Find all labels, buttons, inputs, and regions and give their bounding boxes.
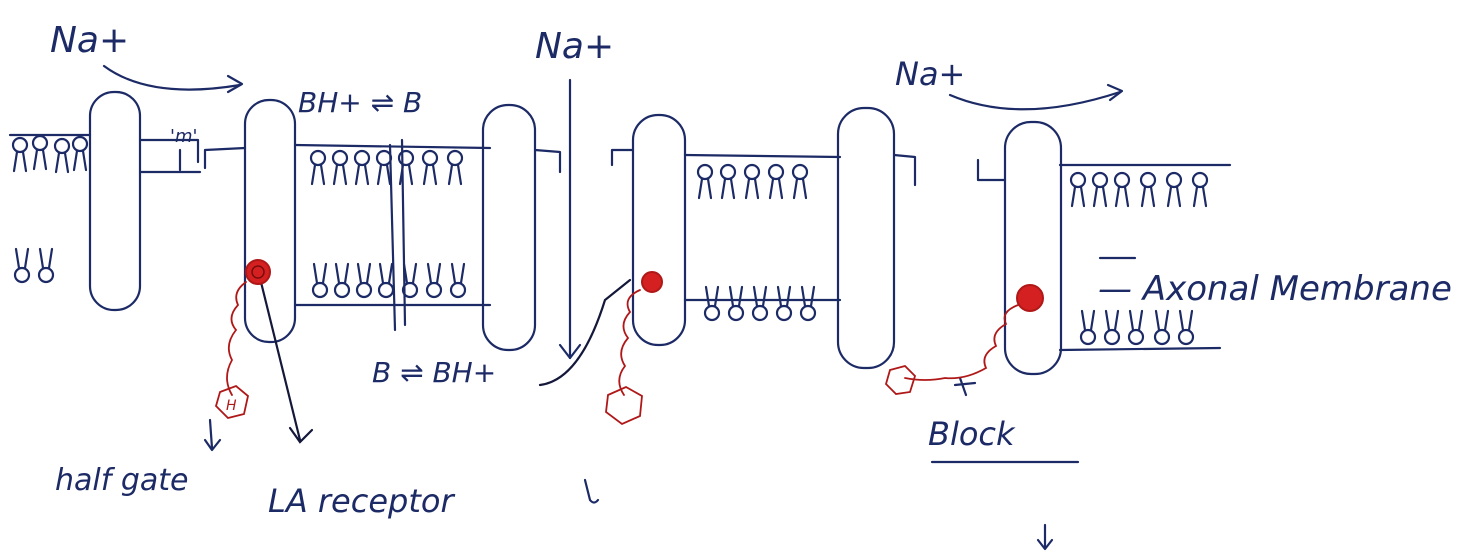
axonal-membrane-label: — Axonal Membrane: [1098, 269, 1452, 309]
h-gate-label: half gate: [55, 463, 188, 498]
drug-bound-receptor-right: [1017, 285, 1043, 311]
equilibrium-top-label: BH+ ⇌ B: [298, 86, 422, 119]
channel-right: [838, 108, 1061, 374]
benzene-ring-right: [886, 366, 915, 394]
channel-middle: [483, 105, 685, 350]
block-label: Block: [928, 415, 1016, 453]
arrows: [104, 66, 1135, 549]
h-symbol-label: H: [226, 398, 237, 414]
na-left-label: Na+: [50, 20, 129, 61]
m-gate-label: 'm': [170, 126, 197, 147]
na-middle-label: Na+: [535, 26, 614, 67]
na-right-label: Na+: [895, 55, 965, 93]
drug-bound-receptor-middle: [642, 272, 662, 292]
benzene-ring-middle: [606, 387, 642, 424]
membrane-lines: [10, 135, 1230, 350]
drug-bound-receptor-left: [246, 260, 270, 284]
drug-molecules: [216, 260, 1043, 424]
equilibrium-bottom-label: B ⇌ BH+: [372, 356, 496, 389]
la-receptor-label: LA receptor: [268, 482, 455, 520]
